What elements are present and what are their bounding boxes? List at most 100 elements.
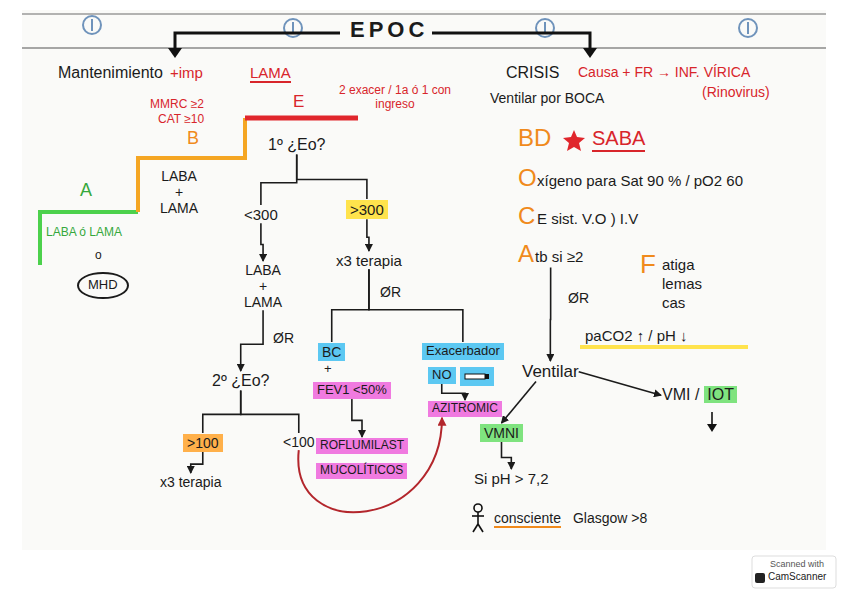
connector [261,223,263,261]
node-text: MHD [88,277,118,292]
highlight-box: Exacerbador [422,343,504,360]
node-text: <300 [244,206,278,223]
step-text: VMI /IOT [662,386,737,404]
treatment-text: LABA + LAMA [244,262,282,310]
level-letter: B [187,128,199,149]
node-text: NO [432,367,452,382]
arrow-head [583,48,597,58]
note-text: +imp [170,64,203,81]
node-text: Ventilar [522,362,579,381]
mnemonic-letter: C [518,202,535,230]
treatment-text: x3 terapia [336,252,402,269]
connector [191,452,203,473]
node-text: B [187,128,199,148]
arrow-head [707,424,717,432]
mnemonic-letter: F [640,250,656,280]
mnemonic-text: E sist. V.O ) I.V [537,210,638,227]
note-text: paCO2 ↑ / pH ↓ [585,327,688,344]
mnemonic-line: Atb si ≥2 [518,240,583,268]
node-text: CRISIS [506,64,559,81]
connector [579,372,661,395]
star-symbol [563,130,585,151]
connector [261,154,297,205]
node-text: Mantenimiento [58,64,163,81]
stick-figure [472,504,484,532]
watermark: Scanned with [770,559,824,569]
node-text: MUCOLÍTICOS [320,463,403,477]
connector [367,219,369,251]
connector [502,382,537,423]
node-text: <100 [283,434,315,450]
plus-sign: + [324,362,332,377]
highlight-box: MUCOLÍTICOS [316,463,407,479]
node-text: 2º ¿Eo? [212,372,269,389]
node-text: VMNI [484,425,519,441]
note-text: o [95,249,102,263]
watermark: CamScanner [768,571,826,583]
node-text: Si pH > 7,2 [474,470,549,487]
criteria-text: CAT ≥10 [158,113,204,127]
watermark-icon [755,573,765,583]
mnemonic-text: atiga [662,256,695,273]
diagram-title: EPOC [350,17,428,43]
mnemonic-letter: O [518,164,537,192]
mnemonic-letter: BD [518,124,551,152]
branch-text: <300 [244,206,278,223]
circled-text: MHD [77,272,129,299]
highlight-box: ROFLUMILAST [316,438,408,454]
no-smoking-icon [460,367,494,386]
node-text: A [518,240,534,267]
node-text: A [80,180,92,200]
branch-text: <100 [283,434,315,450]
node-text: >300 [350,201,384,218]
highlight-box: VMNI [480,424,523,442]
node-text: tb si ≥2 [535,248,583,265]
note-text: (Rinovirus) [702,84,770,100]
node-text: BC [322,344,341,360]
node-text: VMI / [662,386,699,403]
node-text: FEV1 <50% [317,382,387,397]
condition-text: consciente Glasgow >8 [494,510,647,526]
highlight-box: FEV1 <50% [313,382,391,399]
highlight-underline [580,345,748,349]
mnemonic-text: lemas [662,275,702,292]
node-text: LABA + LAMA [160,168,198,216]
connector [241,390,299,433]
note-text: Ventilar por BOCA [490,90,604,106]
connector [203,390,241,433]
heading-text: CRISIS [506,64,559,82]
node-text: Glasgow >8 [573,510,647,526]
drug-text: SABA [592,127,645,152]
heading-text: Mantenimiento [58,64,163,82]
note-text: 2 exacer / 1a ó 1 con ingreso [320,84,470,112]
step-text: Ventilar [522,362,579,382]
connector [442,384,465,400]
node-text: ROFLUMILAST [320,438,404,452]
treatment-text: LABA ó LAMA [46,226,122,240]
decision-text: 2º ¿Eo? [212,372,269,390]
connector [297,154,367,199]
connector [550,268,552,361]
note-text: LAMA [250,64,291,83]
connector [352,399,362,437]
arrow-line [711,412,713,424]
connector [298,418,442,512]
decision-text: 1º ¿Eo? [268,136,325,154]
step-line [40,212,138,265]
node-text: 1º ¿Eo? [268,136,325,153]
arrow-head [168,48,182,58]
ruled-line [22,13,826,15]
node-text: Exacerbador [426,343,500,358]
connector [369,269,463,342]
highlight-box: AZITROMIC [428,401,502,417]
node-text: x3 terapia [336,252,402,269]
watermark-box [752,556,836,588]
node-text: E [293,92,304,111]
highlight-box: NO [428,367,456,384]
condition-text: Si pH > 7,2 [474,470,549,487]
step-line [138,118,245,212]
node-text: consciente [494,510,561,528]
node-text: AZITROMIC [432,401,498,415]
node-text: >100 [187,435,219,451]
